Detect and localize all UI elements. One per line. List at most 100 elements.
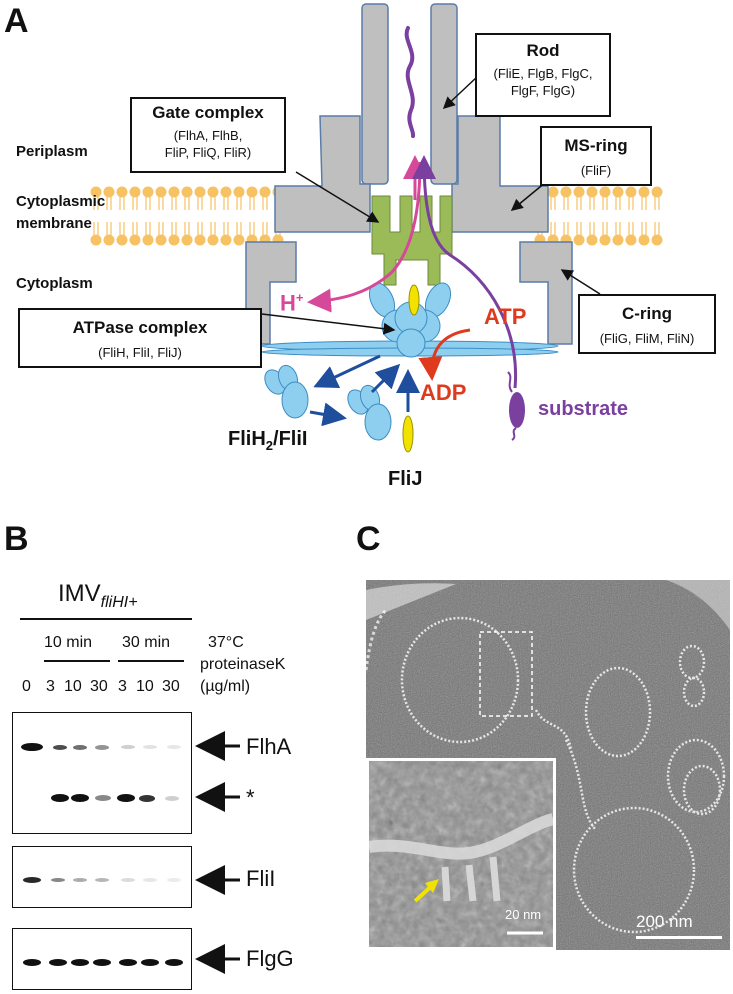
h-plus-label: H+	[280, 290, 303, 316]
lipid-head	[233, 234, 245, 246]
flih-sub: 2	[265, 438, 274, 453]
star-band-5	[139, 795, 155, 802]
lipid-tail	[145, 197, 151, 210]
lipid-tail	[641, 197, 647, 210]
gate-box: Gate complex (FlhA, FlhB, FliP, FliQ, Fl…	[130, 97, 286, 173]
membrane-label-2: membrane	[16, 215, 92, 232]
sample-main: IMV	[58, 580, 101, 607]
plus-label: +	[295, 290, 304, 305]
flij-free	[402, 415, 414, 453]
lipid-head	[142, 186, 154, 198]
temp-label: 37°C	[208, 634, 244, 651]
lipid-head	[612, 186, 624, 198]
substrate-wavy-top	[404, 26, 416, 138]
rod-line2: FlgF, FlgG)	[510, 83, 576, 98]
em-inset: 20 nm	[366, 758, 556, 950]
flgg-band-1	[49, 959, 67, 966]
lipid-tail	[236, 222, 242, 235]
lipid-head	[651, 186, 663, 198]
lipid-tail	[106, 222, 112, 235]
star-label: *	[246, 785, 255, 810]
flii-band-6	[167, 878, 181, 882]
lipid-tail	[262, 197, 268, 210]
h-label: H	[280, 290, 296, 316]
lipid-head	[586, 186, 598, 198]
inset-texture	[369, 761, 553, 947]
lipid-tail	[223, 197, 229, 210]
conc-3: 30	[90, 678, 108, 695]
lipid-tail	[210, 222, 216, 235]
lipid-head	[181, 186, 193, 198]
conc-5: 10	[136, 678, 154, 695]
lipid-tail	[119, 197, 125, 210]
time-label-10: 10 min	[44, 634, 93, 651]
lipid-tail	[641, 222, 647, 235]
main-scalebar	[636, 936, 722, 939]
flii-band-5	[143, 878, 157, 882]
lipid-tail	[249, 197, 255, 210]
lipid-head	[155, 234, 167, 246]
lipid-head	[560, 186, 572, 198]
flha-band-5	[143, 745, 157, 749]
flih2-flii-free-2	[347, 384, 392, 441]
lipid-head	[116, 234, 128, 246]
msring-title: MS-ring	[564, 136, 628, 155]
atp-hydrolysis-arrow	[418, 328, 471, 381]
lipid-head	[181, 234, 193, 246]
lipid-head	[116, 186, 128, 198]
msring-line1: (FliF)	[580, 163, 612, 178]
flha-band-3	[95, 745, 109, 750]
lipid-head	[90, 234, 102, 246]
flih2-flii-free-1	[264, 364, 309, 419]
atp-label: ATP	[484, 304, 527, 329]
substrate-label: substrate	[538, 398, 629, 420]
lipid-tail	[223, 222, 229, 235]
flii-band-3	[95, 878, 109, 882]
enzyme-label: proteinaseK	[200, 656, 286, 673]
proton-flow-arrow	[307, 161, 422, 313]
flgg-band-4	[119, 959, 137, 966]
zoom-region	[479, 631, 533, 717]
rod-left	[361, 3, 389, 185]
gate-line1: (FlhA, FlhB,	[173, 128, 243, 143]
lipid-tail	[602, 222, 608, 235]
arrow-flih2-to-flih2	[309, 402, 347, 427]
lipid-head	[207, 234, 219, 246]
lipid-head	[129, 234, 141, 246]
lipid-head	[220, 186, 232, 198]
lipid-head	[90, 186, 102, 198]
rod-box: Rod (FliE, FlgB, FlgC, FlgF, FlgG)	[475, 33, 611, 117]
lipid-tail	[628, 222, 634, 235]
rod-title: Rod	[526, 41, 560, 60]
cring-line1: (FliG, FliM, FliN)	[599, 331, 695, 346]
conc-unit: (µg/ml)	[200, 678, 251, 695]
lipid-tail	[550, 222, 556, 235]
main-scale-label: 200 nm	[636, 912, 693, 931]
lipid-head	[194, 186, 206, 198]
blot-flii	[12, 846, 192, 908]
atpase-pointer	[261, 313, 396, 335]
flii-label: FliI	[246, 866, 276, 891]
lipid-tail	[184, 197, 190, 210]
flgg-band-2	[71, 959, 89, 966]
lipid-head	[194, 234, 206, 246]
lipid-tail	[119, 222, 125, 235]
lipid-tail	[654, 222, 660, 235]
flgg-band-6	[165, 959, 183, 966]
lipid-tail	[158, 197, 164, 210]
lipid-tail	[589, 222, 595, 235]
lipid-tail	[615, 197, 621, 210]
cring-title: C-ring	[621, 304, 673, 323]
lipid-head	[207, 186, 219, 198]
lipid-tail	[132, 222, 138, 235]
lipid-head	[220, 234, 232, 246]
lipid-tail	[576, 197, 582, 210]
sample-label: IMVfliHI+	[58, 580, 138, 612]
rod-pointer	[442, 75, 479, 110]
flha-band-1	[53, 745, 67, 750]
inset-scale-label: 20 nm	[505, 907, 542, 922]
rod-line1: (FliE, FlgB, FlgC,	[493, 66, 593, 81]
conc-4: 3	[118, 678, 127, 695]
cytoplasm-label: Cytoplasm	[16, 275, 93, 292]
arrow-complex-to-flih2	[313, 354, 381, 388]
